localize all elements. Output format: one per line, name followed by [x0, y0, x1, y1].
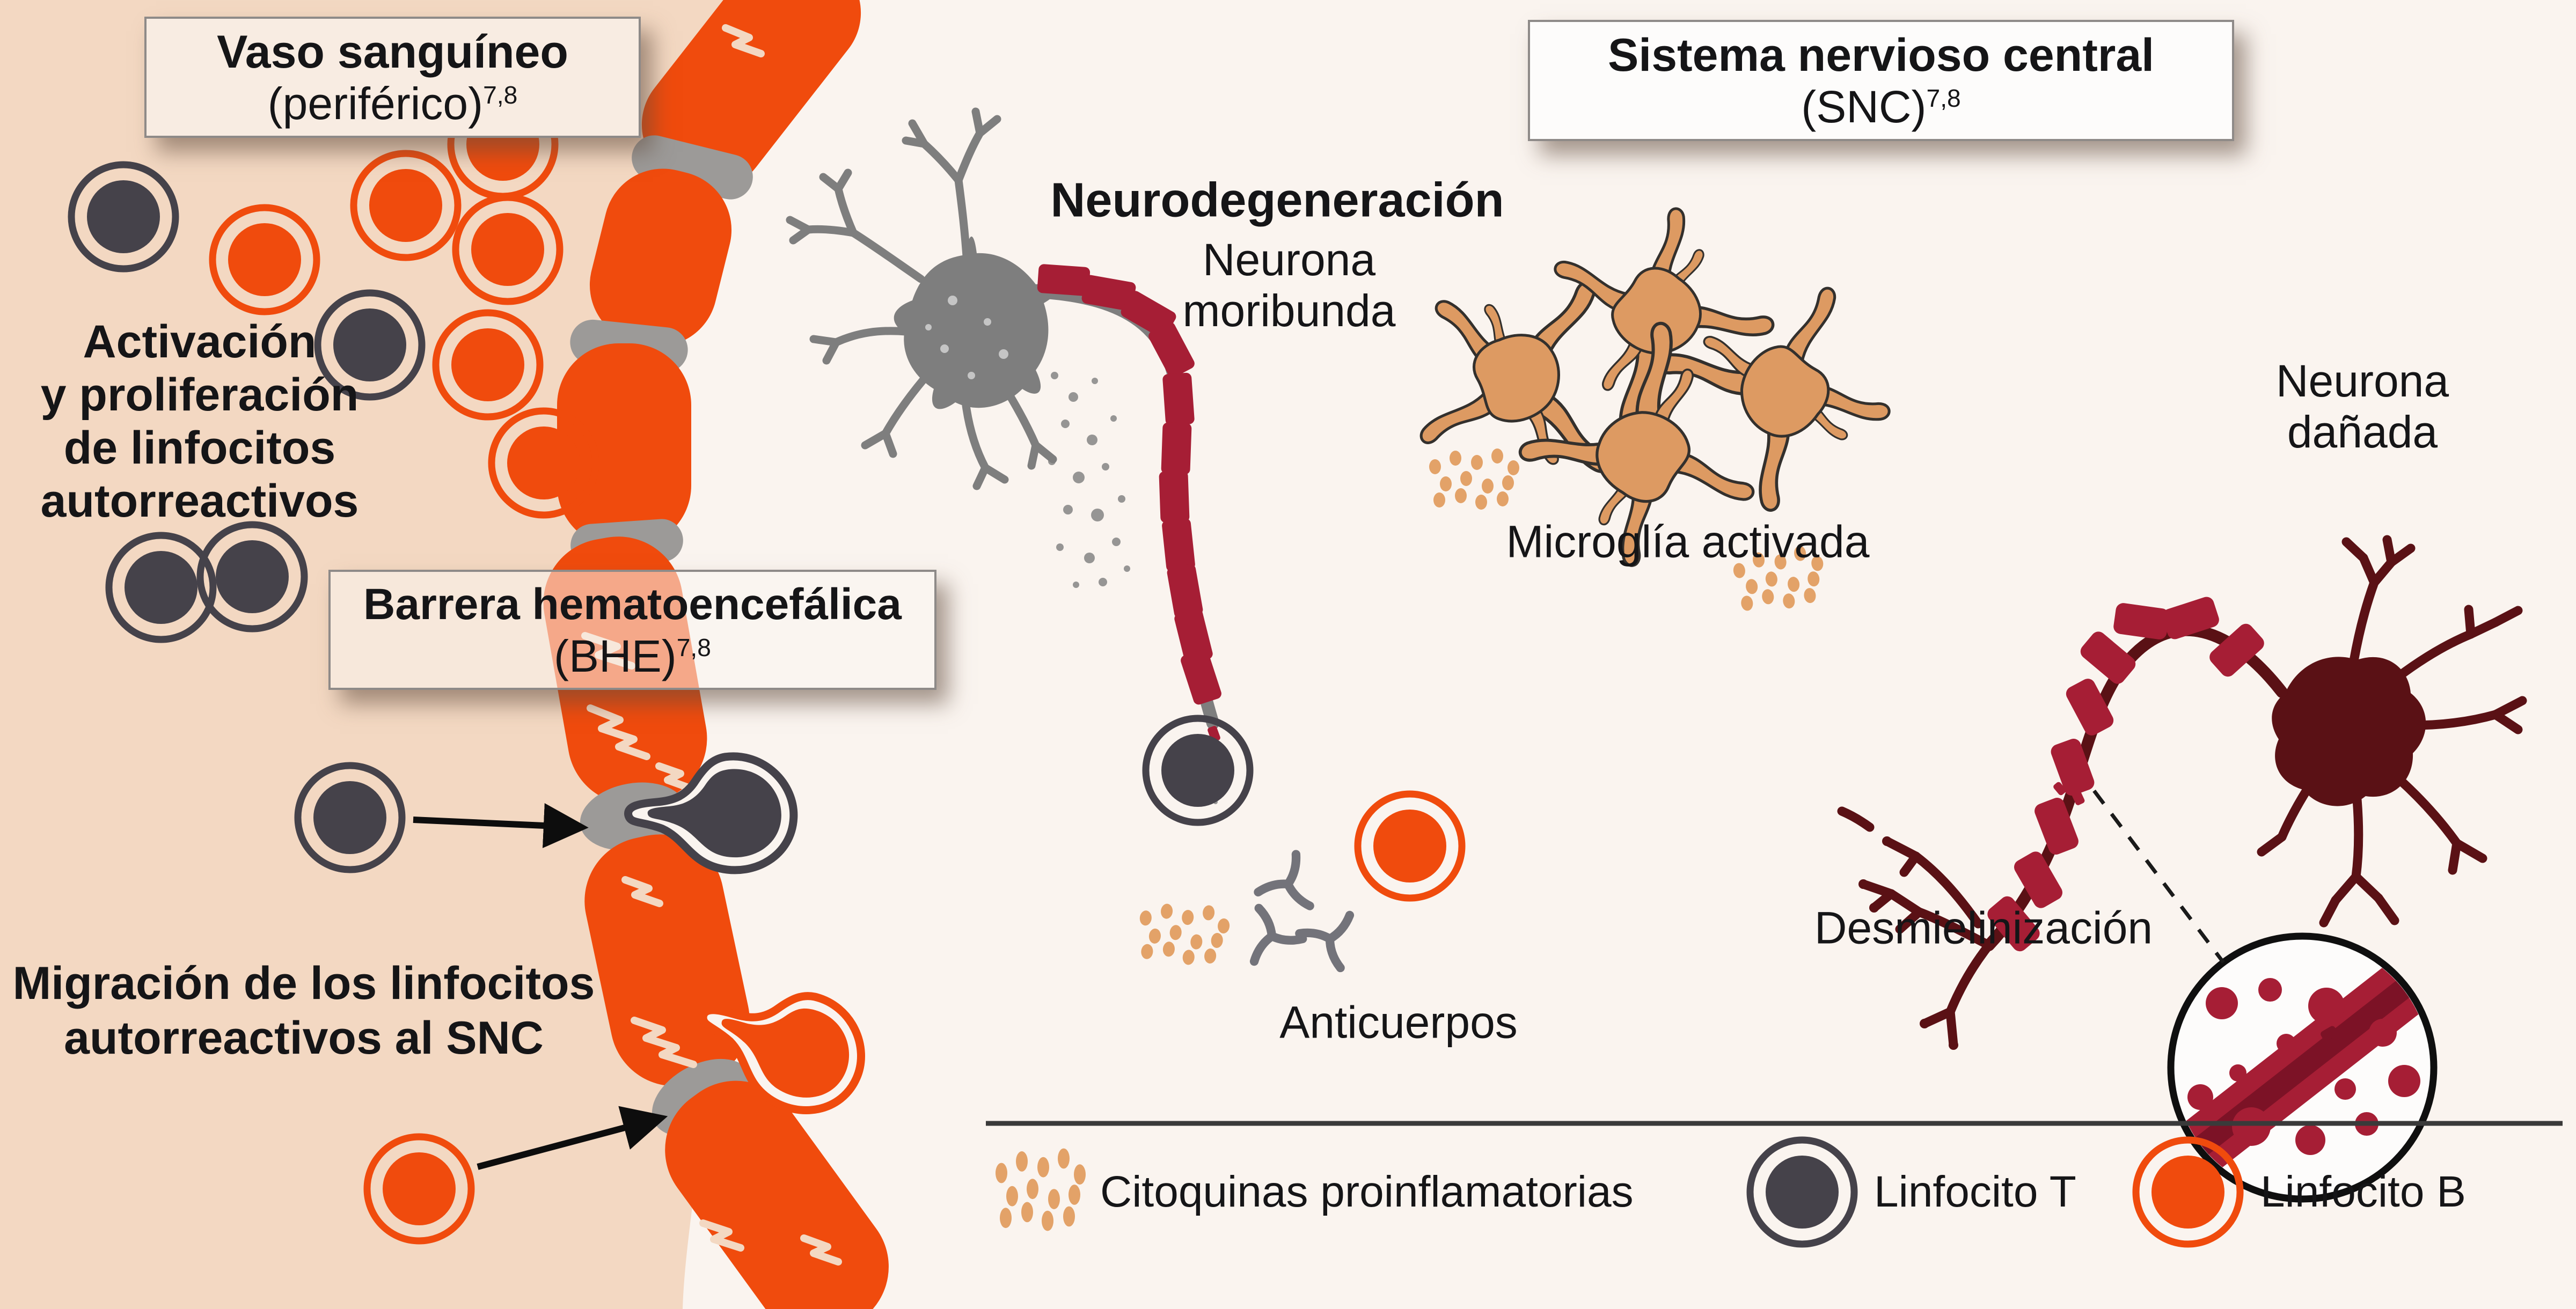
damaged-myelin-damaged-neuron: [1987, 597, 2264, 952]
dying-neuron: [786, 107, 1227, 804]
bhe-box-subtitle: (BHE)7,8: [554, 631, 711, 681]
legend: [986, 1121, 2563, 1244]
snc-box-title: Sistema nervioso central: [1607, 30, 2155, 81]
vaso-box-reference: 7,8: [483, 81, 518, 109]
legend-lymphocyte-b-label: Linfocito B: [2260, 1167, 2466, 1216]
lymphocyte-b-icon: [2136, 1140, 2240, 1244]
lymphocyte-b-icon: [1358, 794, 1462, 898]
legend-lymphocyte-t-label: Linfocito T: [1874, 1167, 2076, 1216]
bhe-box: Barrera hematoencefálica (BHE)7,8: [328, 570, 936, 690]
demyelination-label: Desmielinización: [1814, 902, 2153, 953]
vaso-box-title: Vaso sanguíneo: [217, 26, 568, 78]
damaged-myelin-dying-neuron: [1037, 264, 1227, 764]
vaso-sanguineo-box: Vaso sanguíneo (periférico)7,8: [144, 17, 641, 138]
lymphocyte-t-icon: [109, 535, 213, 639]
magnifier-callout-dashed-line: [2092, 789, 2225, 964]
lymphocyte-t-icon: [200, 525, 304, 629]
vaso-box-subtitle: (periférico)7,8: [267, 78, 518, 129]
lymphocyte-b-icon: [354, 153, 458, 258]
activation-label: Activación y proliferación de linfocitos…: [40, 316, 359, 527]
lymphocyte-b-icon: [367, 1137, 471, 1241]
migration-label: Migración de los linfocitos autorreactiv…: [12, 958, 595, 1064]
lymphocyte-b-icon: [436, 313, 540, 417]
arrow-b-cell-migration: [477, 1106, 668, 1170]
dying-neuron-label: Neurona moribunda: [1182, 234, 1396, 336]
snc-box-subtitle: (SNC)7,8: [1801, 82, 1961, 132]
lymphocyte-b-icon: [456, 197, 560, 301]
snc-box: Sistema nervioso central (SNC)7,8: [1528, 20, 2234, 141]
damaged-neuron: [1837, 535, 2527, 1050]
arrow-t-cell-migration: [413, 803, 589, 848]
bhe-box-title: Barrera hematoencefálica: [363, 580, 902, 629]
antibodies-label: Anticuerpos: [1279, 997, 1518, 1048]
lymphocyte-t-icon: [71, 165, 175, 269]
neurodegeneration-label: Neurodegeneración: [1050, 173, 1504, 227]
migration-arrows: [413, 803, 668, 1170]
lymphocyte-b-icon: [213, 208, 317, 312]
lymphocyte-t-icon: [1750, 1140, 1854, 1244]
lymphocyte-t-icon: [1146, 718, 1250, 822]
lymphocyte-b-icon: [492, 411, 596, 515]
microglia-label: Microglía activada: [1506, 516, 1870, 567]
legend-cytokines-label: Citoquinas proinflamatorias: [1100, 1167, 1634, 1216]
snc-box-reference: 7,8: [1926, 84, 1961, 112]
bhe-box-reference: 7,8: [676, 634, 711, 661]
damaged-neuron-label: Neurona dañada: [2275, 356, 2449, 457]
lymphocyte-t-icon: [298, 766, 402, 870]
